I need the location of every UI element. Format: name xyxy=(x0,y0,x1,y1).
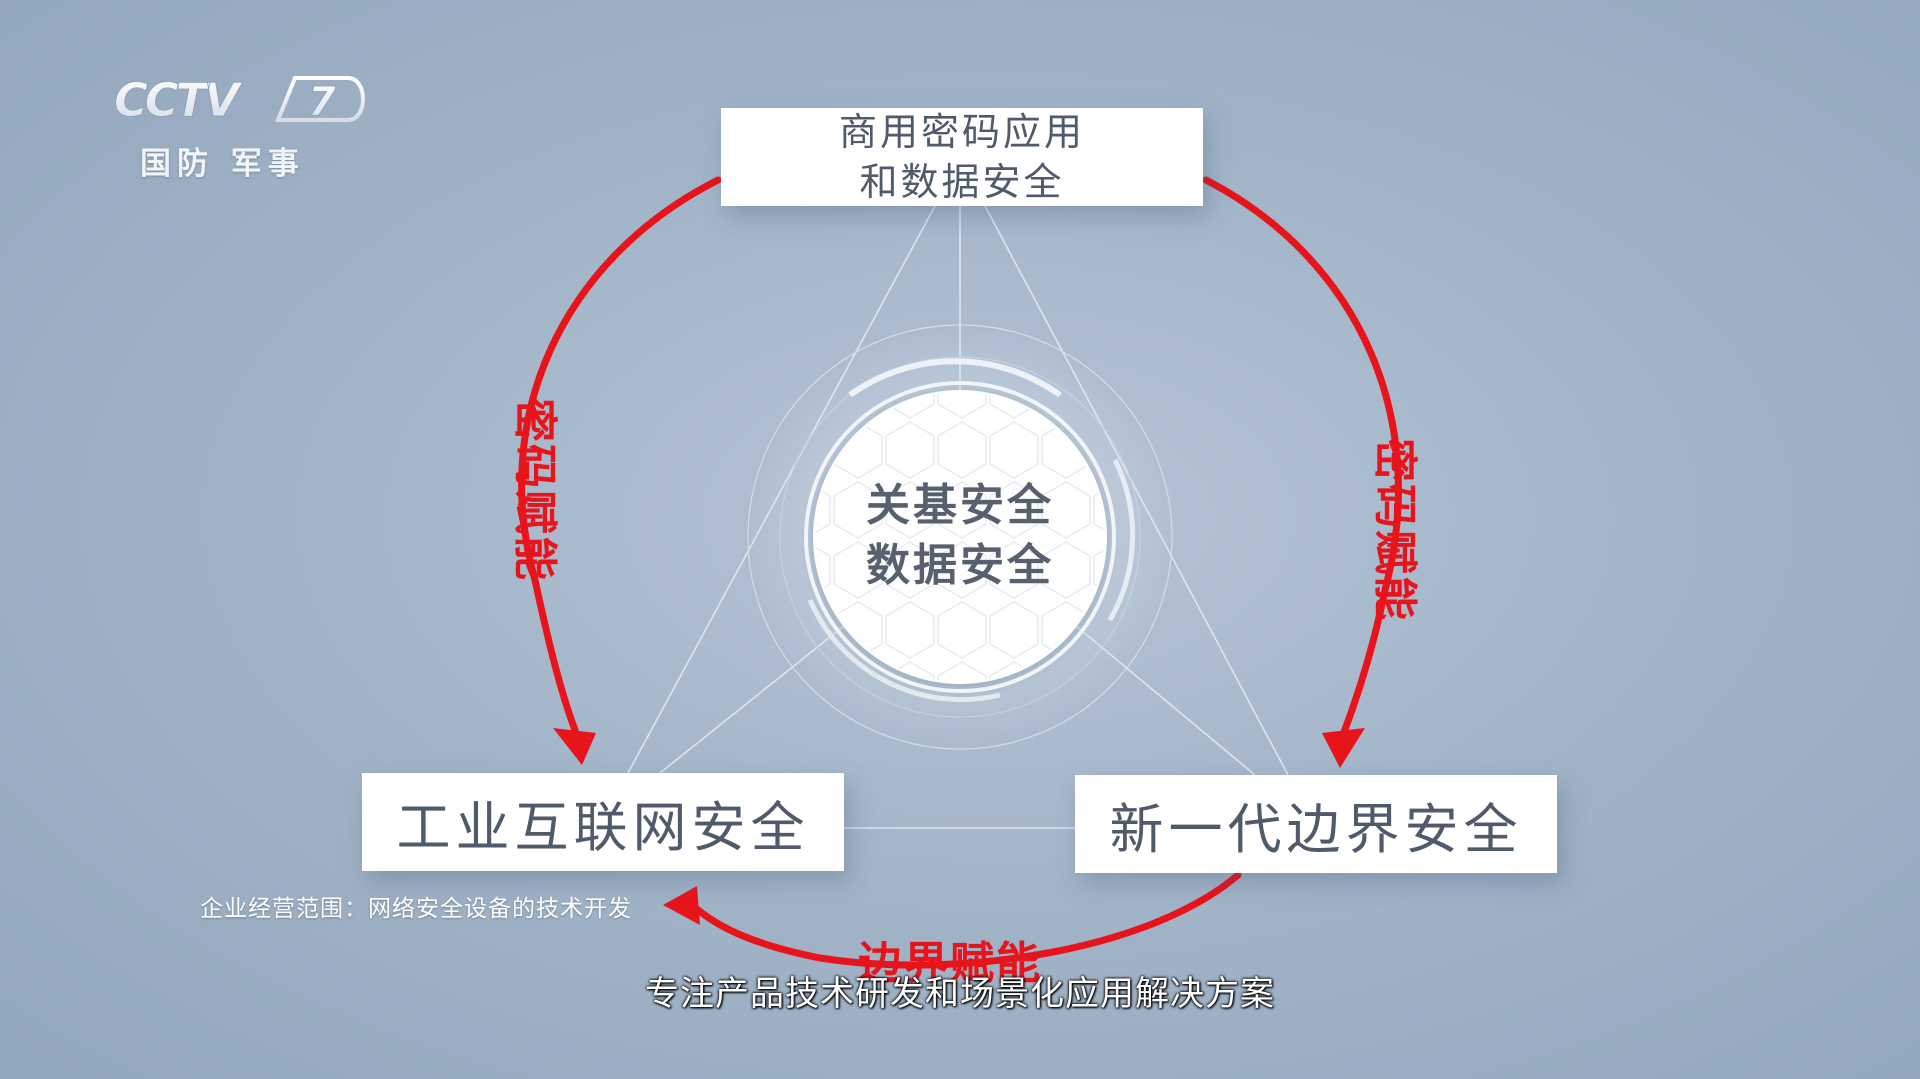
node-right-label: 新一代边界安全 xyxy=(1109,797,1523,861)
node-left-industrial-internet: 工业互联网安全 xyxy=(362,773,844,871)
center-node: 关基安全 数据安全 xyxy=(818,476,1102,596)
outer-ring xyxy=(747,324,1173,750)
arrow-label-right: 密码赋能 xyxy=(1369,438,1420,622)
center-rings xyxy=(747,324,1173,750)
node-top-line1: 商用密码应用 xyxy=(838,110,1085,154)
arrow-labels: 密码赋能 密码赋能 边界赋能 xyxy=(509,398,1420,989)
business-scope-caption: 企业经营范围：网络安全设备的技术开发 xyxy=(200,896,632,922)
cycle-arrows xyxy=(518,176,1402,969)
arrow-right-arc xyxy=(1202,176,1402,739)
ring-arc-top xyxy=(848,358,1062,398)
arrow-heads xyxy=(553,728,1365,925)
middle-ring xyxy=(779,356,1141,718)
node-right-boundary-security: 新一代边界安全 xyxy=(1075,775,1557,873)
ring-arc-right xyxy=(1107,458,1136,622)
arrow-label-bottom: 边界赋能 xyxy=(858,938,1042,989)
channel-name: 国防 军事 xyxy=(140,146,305,182)
node-left-label: 工业互联网安全 xyxy=(396,795,810,859)
node-top-line2: 和数据安全 xyxy=(859,160,1065,204)
cctv-logo-icon: CCTV 7 xyxy=(114,73,365,127)
center-disc-rim xyxy=(804,381,1116,693)
arrow-bottom-arc xyxy=(688,871,1242,969)
arrow-left-arc xyxy=(518,176,722,734)
cctv-logo: CCTV 7 国防 军事 xyxy=(110,72,370,182)
arrow-head-left xyxy=(553,728,596,765)
arrow-head-right xyxy=(1322,728,1365,768)
center-hex-pattern xyxy=(815,392,1105,682)
cctv-logo-text: CCTV xyxy=(114,73,243,127)
video-subtitle: 专注产品技术研发和场景化应用解决方案 xyxy=(645,974,1275,1014)
ring-arc-bottom xyxy=(807,599,1001,703)
node-top-commercial-crypto: 商用密码应用 和数据安全 xyxy=(721,108,1203,206)
cctv-logo-number: 7 xyxy=(308,79,336,125)
center-line1: 关基安全 xyxy=(866,480,1054,531)
arrow-head-bottom xyxy=(663,886,700,925)
arrow-label-left: 密码赋能 xyxy=(509,398,560,582)
center-line2: 数据安全 xyxy=(866,540,1054,591)
